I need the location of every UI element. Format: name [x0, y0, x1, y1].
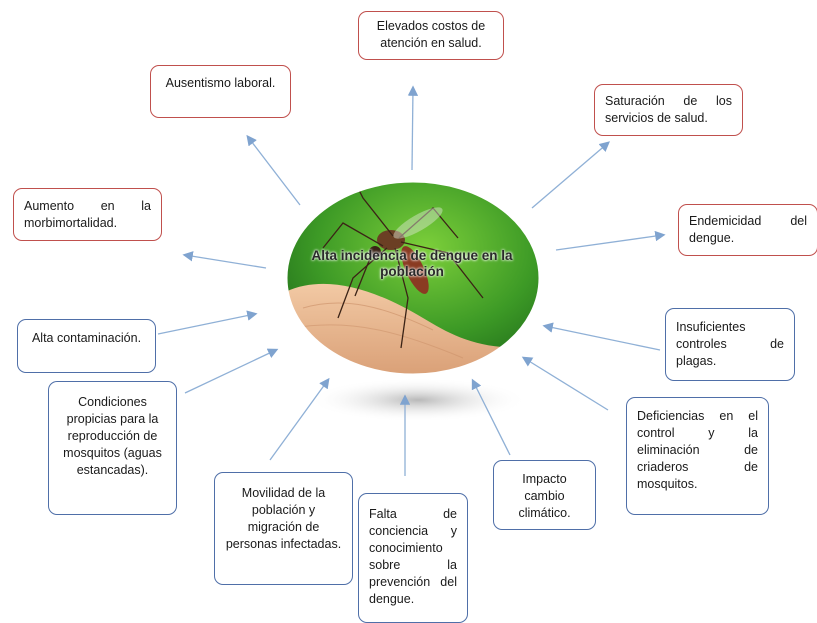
center-title: Alta incidencia de dengue en la població… — [311, 248, 513, 279]
ellipse-shadow — [308, 378, 528, 422]
effect-health-services-saturation: Saturación de los servicios de salud. — [594, 84, 743, 136]
cause-breeding-conditions: Condiciones propicias para la reproducci… — [48, 381, 177, 515]
effect-morbimortality: Aumento en la morbimortalidad. — [13, 188, 162, 241]
effect-absenteeism: Ausentismo laboral. — [150, 65, 291, 118]
mosquito-icon — [322, 181, 484, 349]
arrow-from-climate — [471, 378, 511, 456]
effect-high-costs: Elevados costos de atención en salud. — [358, 11, 504, 60]
arrow-to-endemicity — [555, 230, 666, 251]
cause-population-mobility: Movilidad de la población y migración de… — [214, 472, 353, 585]
arrow-to-absenteeism — [246, 134, 301, 206]
cause-breeding-sites-control: Deficiencias en el control y la eliminac… — [626, 397, 769, 515]
arrow-to-costs — [407, 85, 419, 171]
cause-high-contamination: Alta contaminación. — [17, 319, 156, 373]
cause-lack-of-awareness: Falta de conciencia y conocimiento sobre… — [358, 493, 468, 623]
arrow-from-mobility — [269, 377, 330, 461]
cause-insufficient-pest-control: Insuficientes controles de plagas. — [665, 308, 795, 381]
cause-climate-change: Impacto cambio climático. — [493, 460, 596, 530]
arrow-from-contamination — [157, 310, 258, 335]
arrow-to-morbimortality — [182, 251, 267, 269]
mosquito-photo-ellipse — [284, 179, 542, 377]
arrow-from-pest-control — [542, 322, 661, 351]
arrow-from-breeding-conditions — [184, 348, 279, 394]
arrow-from-breeding-sites — [521, 356, 609, 411]
effect-endemicity: Endemicidad del dengue. — [678, 204, 817, 256]
arrow-to-saturation — [531, 141, 610, 209]
